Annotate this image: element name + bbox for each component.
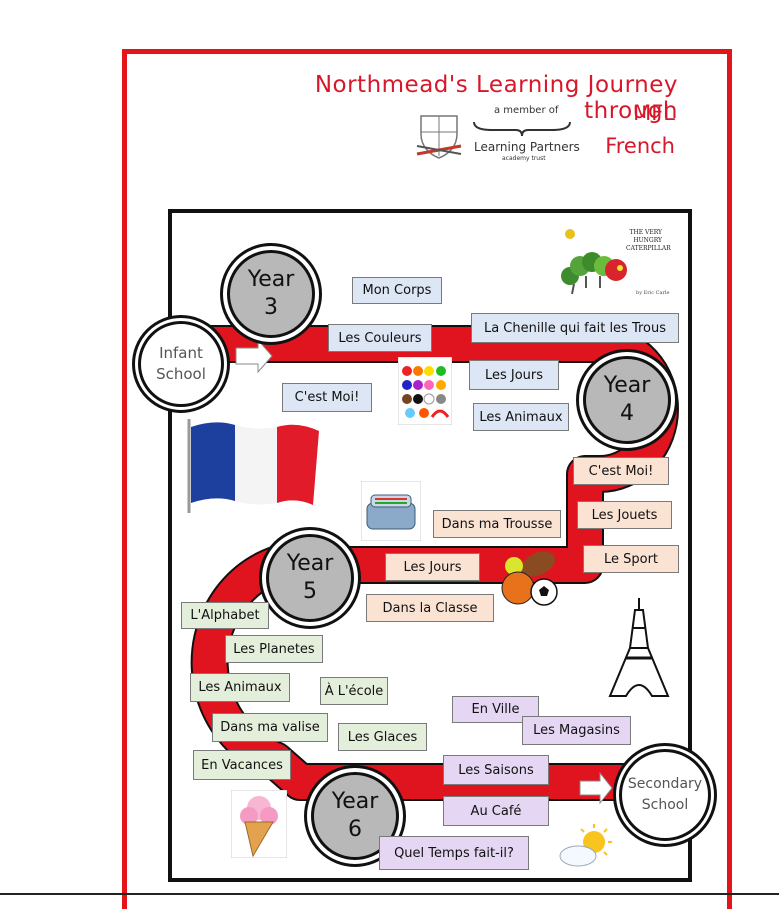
logo-sub: academy trust	[502, 155, 546, 162]
topic-label: Les Jours	[385, 553, 480, 581]
colours-chart-icon	[398, 357, 452, 425]
logo-name: Learning Partners	[474, 140, 580, 154]
topic-label: Les Animaux	[190, 673, 290, 702]
topic-label: Dans ma valise	[212, 713, 328, 742]
year-3-label: Year	[247, 267, 295, 292]
topic-label: Les Jouets	[577, 501, 672, 529]
topic-label: C'est Moi!	[573, 457, 669, 485]
topic-label: Dans ma Trousse	[433, 510, 561, 538]
year-4-label: Year	[603, 373, 651, 398]
topic-label: Les Magasins	[522, 716, 631, 745]
infant-school-line2: School	[156, 365, 206, 383]
year-5-number: 5	[303, 579, 317, 604]
ice-cream-icon	[231, 790, 287, 858]
topic-label: La Chenille qui fait les Trous	[471, 313, 679, 343]
topic-label: L'Alphabet	[181, 602, 269, 629]
year-3-circle: Year 3	[220, 243, 322, 345]
year-5-label: Year	[286, 551, 334, 576]
subject-french: French	[605, 134, 675, 158]
topic-label: Dans la Classe	[366, 594, 494, 622]
topic-label: Les Couleurs	[328, 324, 432, 352]
year-4-number: 4	[620, 401, 634, 426]
topic-label: C'est Moi!	[282, 383, 372, 412]
sports-balls-icon	[501, 551, 558, 606]
year-5-circle: Year 5	[259, 527, 361, 629]
year-6-number: 6	[348, 817, 362, 842]
subject-mfl: MFL	[633, 101, 675, 125]
brace-icon	[473, 121, 571, 137]
year-4-circle: Year 4	[576, 349, 678, 451]
infant-school-line1: Infant	[159, 344, 203, 362]
topic-label: Quel Temps fait-il?	[379, 836, 529, 870]
topic-label: Les Saisons	[443, 755, 549, 785]
pencil-case-icon	[361, 481, 421, 541]
year-3-number: 3	[264, 295, 278, 320]
secondary-school-circle: Secondary School	[613, 743, 717, 847]
year-6-circle: Year 6	[304, 765, 406, 867]
eiffel-tower-icon	[608, 598, 670, 697]
topic-label: Au Café	[443, 796, 549, 826]
book-author: by Eric Carle	[636, 290, 670, 296]
book-title: THE VERY HUNGRY CATERPILLAR	[626, 229, 671, 252]
topic-label: En Vacances	[193, 750, 291, 780]
infant-school-circle: Infant School	[132, 315, 230, 413]
secondary-school-line1: Secondary	[627, 776, 703, 792]
topic-label: Les Glaces	[338, 723, 427, 751]
year-6-label: Year	[331, 789, 379, 814]
school-crest-icon	[416, 115, 462, 159]
topic-label: À L'école	[320, 677, 388, 705]
topic-label: Le Sport	[583, 545, 679, 573]
secondary-school-line2: School	[641, 797, 689, 813]
weather-sun-cloud-icon	[559, 824, 612, 867]
topic-label: Les Planetes	[225, 635, 323, 663]
caterpillar-icon	[561, 229, 627, 295]
page-divider	[0, 893, 779, 895]
logo-member-of: a member of	[494, 105, 559, 116]
poster-title: Northmead's Learning Journey through	[314, 72, 678, 124]
topic-label: Les Jours	[469, 360, 559, 390]
french-flag-icon	[187, 419, 319, 513]
topic-label: Les Animaux	[473, 403, 569, 431]
topic-label: Mon Corps	[352, 277, 442, 304]
